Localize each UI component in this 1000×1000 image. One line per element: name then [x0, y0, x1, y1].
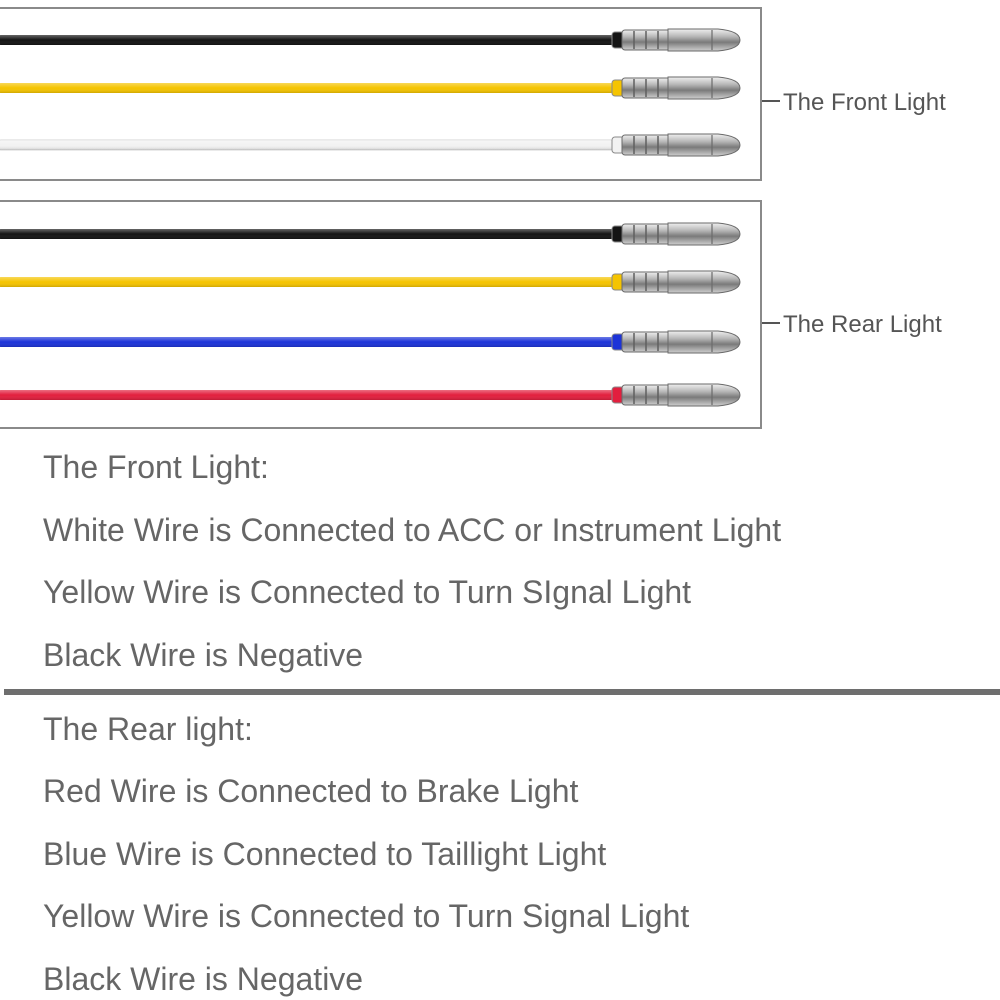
rear-wire-black — [0, 222, 741, 246]
rear-light-line-yellow: Yellow Wire is Connected to Turn Signal … — [43, 898, 690, 934]
rear-light-line-blue: Blue Wire is Connected to Taillight Ligh… — [43, 836, 607, 872]
rear-light-line-black: Black Wire is Negative — [43, 961, 364, 997]
section-divider — [4, 689, 1000, 695]
rear-wire-blue — [0, 330, 741, 354]
front-group-frame — [0, 7, 762, 181]
rear-connector-black — [621, 222, 741, 246]
front-wire-yellow — [0, 76, 741, 100]
rear-wire-yellow — [0, 270, 741, 294]
front-connector-white — [621, 133, 741, 157]
rear-connector-blue — [621, 330, 741, 354]
front-connector-black — [621, 28, 741, 52]
front-light-group: The Front Light — [0, 7, 946, 181]
rear-connector-yellow — [621, 270, 741, 294]
rear-wire-list — [0, 222, 741, 407]
rear-connector-red — [621, 383, 741, 407]
front-wire-white — [0, 133, 741, 157]
rear-light-label: The Rear Light — [783, 311, 942, 338]
rear-light-line-red: Red Wire is Connected to Brake Light — [43, 773, 579, 809]
front-light-heading: The Front Light: — [43, 449, 269, 485]
front-light-line-yellow: Yellow Wire is Connected to Turn SIgnal … — [43, 574, 692, 610]
rear-light-heading: The Rear light: — [43, 711, 253, 747]
front-light-label: The Front Light — [783, 89, 946, 116]
rear-light-group: The Rear Light — [0, 200, 942, 429]
front-light-line-white: White Wire is Connected to ACC or Instru… — [43, 512, 782, 548]
front-wire-list — [0, 28, 741, 157]
front-light-line-black: Black Wire is Negative — [43, 637, 364, 673]
front-connector-yellow — [621, 76, 741, 100]
rear-group-frame — [0, 200, 762, 429]
wiring-diagram: The Front Light The Rear Light — [0, 7, 946, 429]
front-wire-black — [0, 28, 741, 52]
rear-wire-red — [0, 383, 741, 407]
